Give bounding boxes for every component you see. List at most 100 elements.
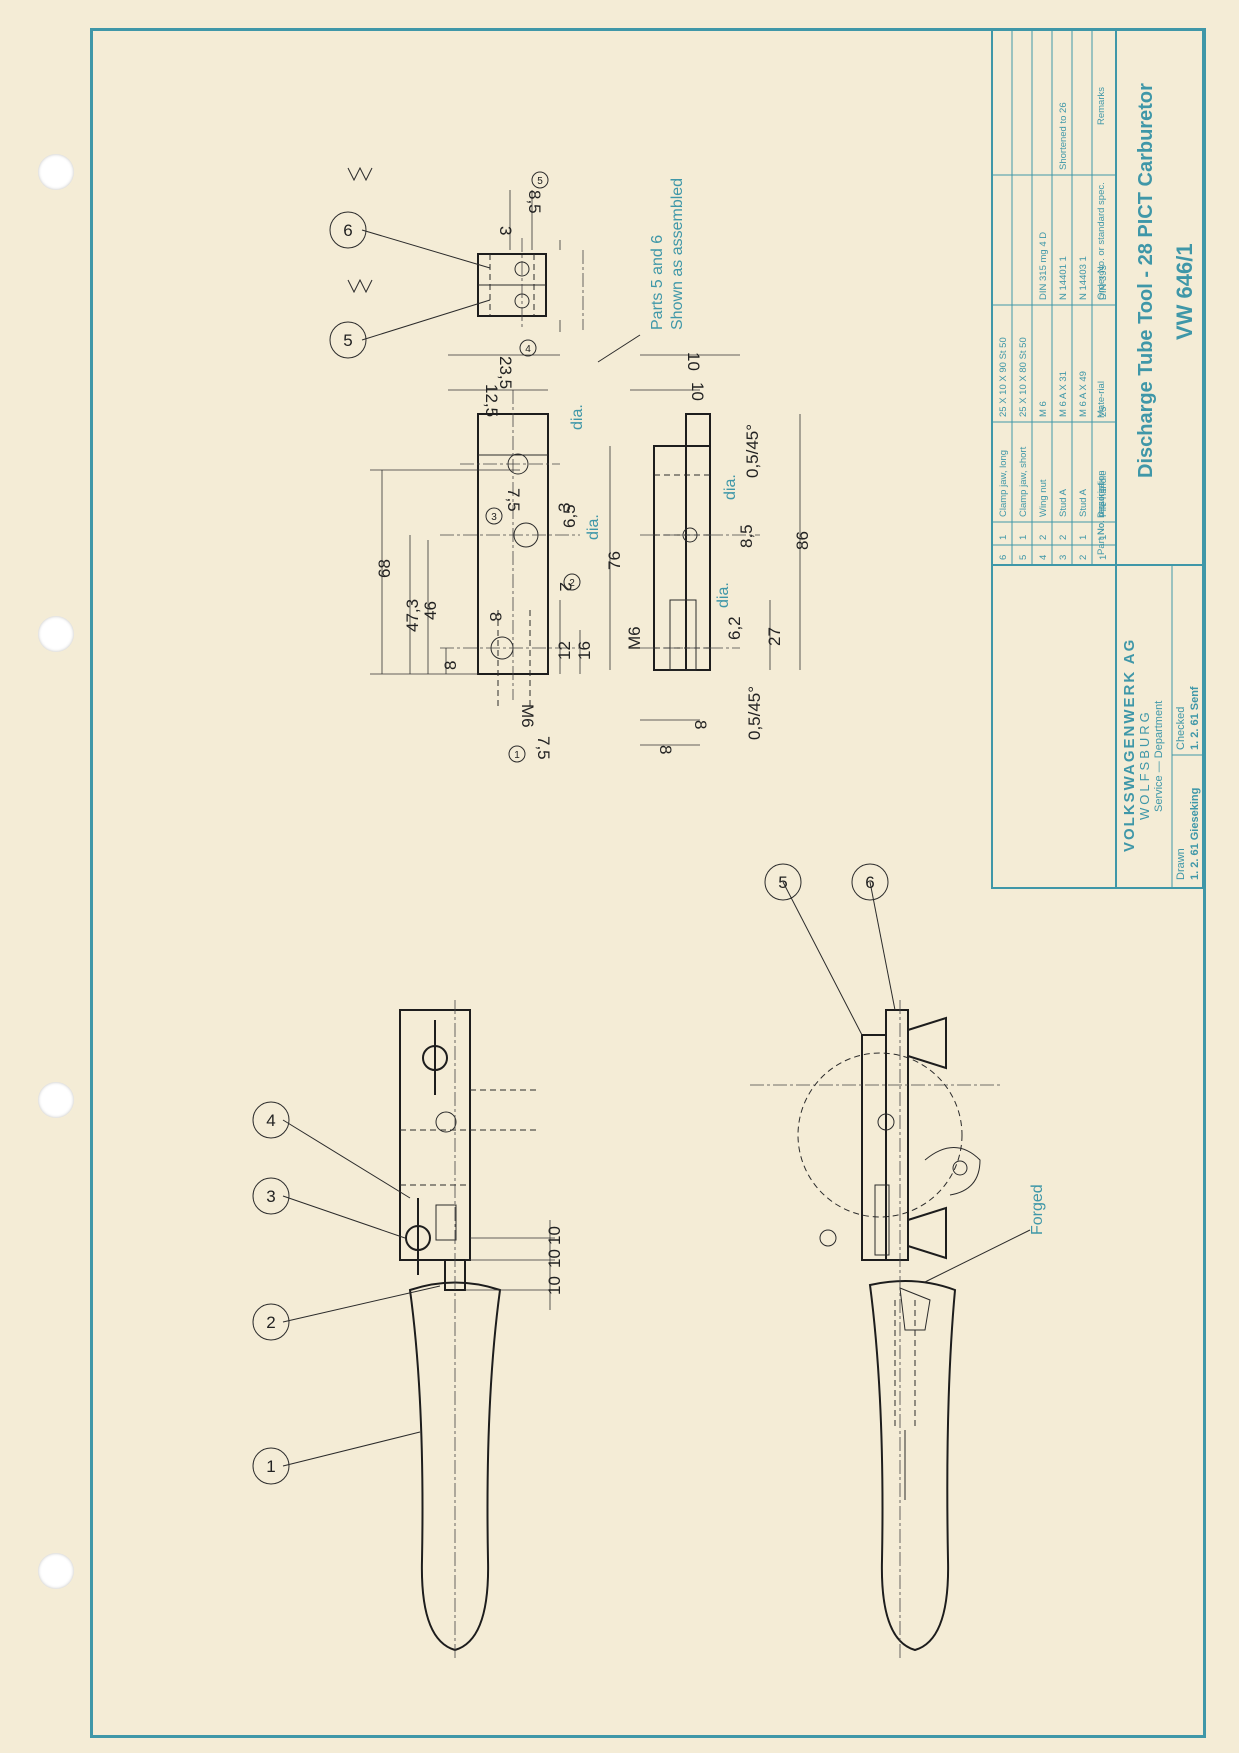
balloon-5-jaw: 5: [343, 331, 352, 350]
dim-8-side-b: 8: [656, 745, 675, 754]
small-balloon-3: 3: [491, 512, 497, 523]
dim-47-3: 47,3: [403, 599, 422, 632]
small-balloon-1: 1: [514, 750, 520, 761]
dim-10-b: 10: [684, 352, 703, 371]
dim-10-a: 10: [688, 382, 707, 401]
parts-row-order: DIN 395: [1098, 265, 1109, 300]
small-balloon-2: 2: [569, 578, 575, 589]
parts-row-order: N 14403 1: [1078, 256, 1089, 300]
jaw-side-view: 76 86 M6 27 6,2 8,5 0,5/45° 0,5/45° 8 8 …: [605, 352, 812, 754]
balloon-5: 5: [778, 873, 787, 892]
checked-value: 1. 2. 61 Senf: [1189, 686, 1201, 750]
dim-jaw-8-5: 8,5: [525, 190, 544, 214]
parts-row-part: 3: [1058, 555, 1069, 560]
dia-label: dia.: [585, 514, 602, 540]
dim-m6-side: M6: [625, 626, 644, 650]
jaw-top-view: 68 47,3 46 8 12 16 M6 7,5 8 2 6,5 3 7,5 …: [370, 354, 602, 760]
dim-12-5: 12,5: [482, 384, 501, 417]
parts-row-part: 1: [1098, 555, 1109, 560]
balloon-1: 1: [266, 1457, 275, 1476]
parts-row-material: M 6: [1038, 401, 1049, 417]
dim-8-5: 8,5: [737, 524, 756, 548]
company-name: VOLKSWAGENWERK AG: [1121, 638, 1138, 852]
dim-46: 46: [421, 601, 440, 620]
parts-row-description: Stud A: [1078, 488, 1089, 517]
dim-6-5: 6,5: [560, 504, 579, 528]
parts-row-remarks: Shortened to 26: [1058, 102, 1069, 170]
dia-label: dia.: [722, 474, 739, 500]
balloon-3: 3: [266, 1187, 275, 1206]
dim-8-side-a: 8: [691, 720, 710, 729]
drawing-number: VW 646/1: [1172, 243, 1197, 340]
forged-label: Forged: [1029, 1184, 1046, 1235]
dim-8: 8: [441, 661, 460, 670]
parts-row-qty: 1: [1078, 535, 1089, 540]
assembly-plan-view: 10 10 10: [399, 1000, 564, 1660]
dim-asm-10-c: 10: [545, 1276, 564, 1295]
dim-6-2: 6,2: [725, 616, 744, 640]
dim-12: 12: [555, 641, 574, 660]
dim-76: 76: [605, 551, 624, 570]
drawn-value: 1. 2. 61 Gieseking: [1189, 788, 1201, 880]
dim-chamfer-a: 0,5/45°: [743, 424, 762, 478]
binder-hole: [38, 154, 74, 190]
dim-asm-10-b: 10: [545, 1226, 564, 1245]
drawn-label: Drawn: [1175, 848, 1187, 880]
parts-row-qty: 1: [1098, 535, 1109, 540]
dim-23-5: 23,5: [496, 356, 515, 389]
dim-m6: M6: [518, 704, 537, 728]
note-parts-5-6: Parts 5 and 6: [649, 235, 666, 330]
jaw-detail-view: 3 8,5: [347, 166, 584, 332]
parts-row-description: Clamp jaw, short: [1018, 446, 1029, 517]
dim-8b: 8: [486, 612, 505, 621]
small-balloon-4: 4: [525, 344, 531, 355]
parts-row-order: DIN 315 mg 4 D: [1038, 232, 1049, 300]
parts-row-material: 25 X 10 X 90 St 50: [998, 337, 1009, 417]
dim-16: 16: [575, 641, 594, 660]
company-department: Service — Department: [1153, 701, 1165, 812]
parts-row-description: File handle: [1098, 471, 1109, 517]
dim-27: 27: [765, 627, 784, 646]
drawing-title: Discharge Tube Tool - 28 PICT Carburetor: [1135, 83, 1157, 478]
parts-row-part: 5: [1018, 555, 1029, 560]
parts-row-qty: 2: [1058, 535, 1069, 540]
header-remarks: Remarks: [1096, 87, 1107, 125]
company-city: WOLFSBURG: [1137, 709, 1152, 820]
dim-jaw-3: 3: [496, 226, 515, 235]
header-order-no: Order No. or standard spec.: [1096, 182, 1107, 300]
balloon-4: 4: [266, 1111, 275, 1130]
parts-row-part: 2: [1078, 555, 1089, 560]
parts-row-part: 6: [998, 555, 1009, 560]
parts-row-description: Clamp jaw, long: [998, 450, 1009, 517]
binder-hole: [38, 1553, 74, 1589]
balloon-2: 2: [266, 1313, 275, 1332]
parts-row-description: Stud A: [1058, 488, 1069, 517]
dim-7-5b: 7,5: [504, 488, 523, 512]
parts-row-qty: 1: [998, 535, 1009, 540]
parts-row-order: N 14401 1: [1058, 256, 1069, 300]
parts-table: 6 1 Clamp jaw, long 25 X 10 X 90 St 50 5 1 Cla…: [998, 102, 1109, 560]
small-balloon-5: 5: [537, 176, 543, 187]
parts-row-material: M 6 A X 49: [1078, 371, 1089, 417]
note-shown-assembled: Shown as assembled: [669, 178, 686, 330]
balloon-6-jaw: 6: [343, 221, 352, 240]
title-block: Part No. No. required Description Mate-r…: [991, 29, 1204, 889]
checked-label: Checked: [1175, 707, 1187, 750]
parts-row-part: 4: [1038, 555, 1049, 560]
part-balloons: 1 2 3 4 5 6 6 5 1 2 3 4 5: [252, 171, 896, 1485]
parts-row-qty: 1: [1018, 535, 1029, 540]
binder-hole: [38, 616, 74, 652]
assembly-side-view: Forged: [750, 1000, 1046, 1660]
dim-3: 3: [555, 503, 574, 512]
parts-row-material: 25 X 10 X 80 St 50: [1018, 337, 1029, 417]
binder-hole: [38, 1082, 74, 1118]
header-material: Mate-rial: [1096, 381, 1107, 418]
dim-7-5: 7,5: [534, 736, 553, 760]
parts-row-material: 25: [1098, 406, 1109, 417]
dim-chamfer-b: 0,5/45°: [745, 686, 764, 740]
parts-row-qty: 2: [1038, 535, 1049, 540]
dim-68: 68: [375, 559, 394, 578]
balloon-6: 6: [865, 873, 874, 892]
